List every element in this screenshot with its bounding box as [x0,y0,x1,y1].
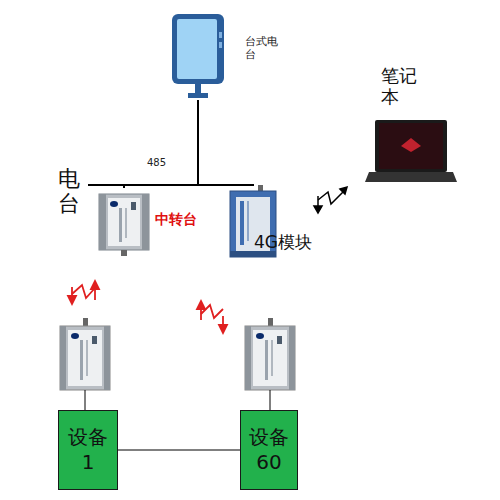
arrow-head [340,187,347,194]
node-label: 设备60 [247,425,291,475]
radio-unit [60,318,110,410]
connector-line [198,100,254,185]
radio-screen [177,19,217,79]
desktop-radio-art [170,12,226,100]
relay-radio: 电台中转台 [95,188,153,256]
node-label: 中转台 [155,211,197,227]
radio-led [277,336,282,344]
connector-line [124,100,198,188]
modem-print [247,201,249,241]
laptop-base [365,172,457,182]
arrow-head [197,301,205,309]
radio-body [99,194,149,250]
radio-button [219,42,222,48]
radio-logo [110,201,118,207]
radio-print [265,340,268,380]
radio-panel [253,330,287,386]
modem-print [240,201,244,245]
arrow-head [219,325,227,333]
radio-rail [245,326,251,390]
radio-print [125,208,127,238]
radio-panel [108,198,140,246]
wireless-zigzag [318,190,345,204]
radio-rail [142,194,149,250]
wireless-symbol [314,187,347,213]
radio-rail [99,194,106,250]
node-label: 设备1 [66,425,110,475]
node-label: 台式电台 [245,36,281,61]
antenna [268,318,273,326]
radio-connector [121,250,127,256]
radio-print [119,208,122,242]
laptop-lid [375,120,447,172]
laptop-screen [379,123,443,169]
radio-logo [71,333,79,339]
node-label: 电台 [58,166,84,217]
radio-panel [68,330,102,386]
node-label: 笔记本 [381,66,421,107]
radio-print [271,340,273,376]
laptop-art [365,118,457,190]
relay-radio-art [95,188,153,256]
radio-rail [104,326,110,390]
device-box: 设备1 [58,410,118,490]
radio-body [245,326,295,390]
radio-logo [256,333,264,339]
device-box: 设备60 [240,410,298,490]
radio-print [86,340,88,376]
wireless-symbol [197,301,227,333]
connector-line [118,450,240,451]
edge-label: 485 [147,157,166,168]
radio-print [80,340,83,380]
radio-frame [172,14,224,84]
arrow-head [68,296,76,304]
cable-line [270,390,271,410]
modem-4g: 4G模块 [228,185,280,261]
radio-unit [245,318,295,410]
laptop-logo [401,138,421,152]
radio-led [131,202,136,210]
radio-led [92,336,97,344]
wireless-zigzag [201,305,223,318]
radio-stand [195,84,201,94]
desktop-radio: 台式电台 [170,12,226,100]
radio-body [60,326,110,390]
bus-line [88,184,124,186]
radio-button [219,32,222,38]
radio-rail [60,326,66,390]
cable-line [85,390,86,410]
arrow-head [91,281,99,289]
antenna [83,318,88,326]
radio-base [188,93,208,98]
node-label: 4G模块 [254,233,312,253]
arrow-head [314,206,322,213]
radio-rail [289,326,295,390]
laptop: 笔记本 [365,118,457,190]
wireless-symbol [68,281,99,304]
